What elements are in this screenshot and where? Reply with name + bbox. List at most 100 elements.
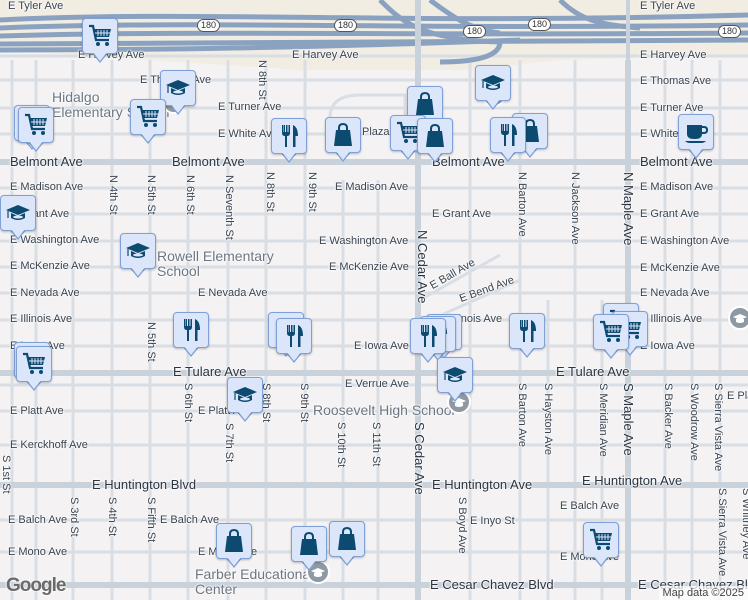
coffee-cup-icon	[685, 125, 709, 143]
street-label: E Balch Ave	[560, 500, 620, 512]
street-label-vertical: S Sierra Vista Ave	[716, 488, 728, 577]
map-marker-grocery[interactable]	[18, 107, 54, 152]
map-marker-shopping[interactable]	[417, 118, 453, 163]
google-logo[interactable]: Google	[6, 575, 66, 596]
street-label: E Iowa Ave	[640, 340, 695, 352]
street-label: E Washington Ave	[10, 234, 100, 246]
map-marker-grocery[interactable]	[583, 522, 619, 567]
street-label: E Turner Ave	[218, 101, 282, 113]
map-marker-shopping[interactable]	[329, 521, 365, 566]
poi-label[interactable]: Roosevelt High School	[313, 403, 455, 418]
highway-shield: 180	[463, 25, 487, 38]
shopping-bag-icon	[225, 528, 243, 552]
map-marker-restaurant[interactable]	[173, 312, 209, 357]
street-label: E Tulare Ave	[556, 364, 630, 379]
street-label: E Washington Ave	[640, 235, 730, 247]
shopping-bag-icon	[426, 123, 444, 147]
street-label: Belmont Ave	[172, 154, 245, 169]
east-edge-poi-pin[interactable]	[728, 306, 748, 330]
graduation-cap-icon	[126, 243, 150, 258]
street-label-vertical: S Cedar Ave	[412, 422, 427, 495]
poi-label-line: Roosevelt High School	[313, 402, 455, 418]
shopping-cart-icon	[25, 113, 47, 135]
street-label-vertical: N 9th St	[306, 172, 318, 212]
street-label: E White Ave	[218, 128, 278, 140]
graduation-cap-icon	[481, 75, 505, 90]
shopping-cart-icon	[89, 24, 111, 46]
street-label-vertical: S Hayston Ave	[542, 383, 554, 455]
map-marker-restaurant[interactable]	[271, 118, 307, 163]
street-label-vertical: S Backer Ave	[662, 383, 674, 449]
map-marker-school[interactable]	[227, 377, 263, 422]
street-label: E Madison Ave	[640, 181, 714, 193]
map-marker-school[interactable]	[0, 195, 36, 240]
map-marker-restaurant[interactable]	[509, 313, 545, 358]
map-marker-grocery[interactable]	[130, 99, 166, 144]
graduation-cap-icon	[6, 205, 30, 220]
street-label-vertical: S Woodrow Ave	[688, 383, 700, 461]
fork-knife-icon	[287, 325, 303, 347]
map-attribution[interactable]: Map data ©2025	[658, 586, 748, 600]
fork-knife-icon	[282, 125, 298, 147]
street-label: E Grant Ave	[640, 208, 700, 220]
map-marker-shopping[interactable]	[325, 117, 361, 162]
highway-shield: 180	[528, 18, 552, 31]
map-marker-shopping[interactable]	[291, 526, 327, 571]
fork-knife-icon	[520, 320, 536, 342]
map-marker-grocery[interactable]	[82, 18, 118, 63]
street-label: Belmont Ave	[432, 154, 505, 169]
street-label-vertical: N 5th St	[145, 322, 157, 362]
street-label: E Turner Ave	[640, 102, 704, 114]
street-label-vertical: S 10th St	[335, 422, 347, 468]
street-label: E Illinois Ave	[640, 313, 703, 325]
street-label-vertical: S 9th St	[298, 383, 310, 423]
street-label-vertical: N 5th St	[145, 175, 157, 215]
graduation-cap-icon	[166, 80, 190, 95]
shopping-bag-icon	[338, 526, 356, 550]
map-marker-grocery[interactable]	[16, 346, 52, 391]
street-label: E Nevada Ave	[10, 287, 80, 299]
map-marker-shopping[interactable]	[216, 523, 252, 568]
street-label: E Tulare Ave	[173, 364, 247, 379]
map-marker-school[interactable]	[120, 233, 156, 278]
shopping-cart-icon	[600, 320, 622, 342]
highway-shield: 180	[334, 19, 358, 32]
street-label: E Grant Ave	[432, 208, 492, 220]
street-label-vertical: S Barton Ave	[516, 383, 528, 448]
street-label-vertical: N Jackson Ave	[569, 172, 581, 245]
street-label-vertical: S 3rd St	[68, 497, 80, 537]
street-label-vertical: S 7th St	[223, 423, 235, 463]
street-label-vertical: S Sierra Vista Ave	[712, 383, 724, 472]
street-label: E Huntington Blvd	[92, 477, 197, 492]
street-label: E Illinois Ave	[10, 313, 73, 325]
street-label: E McKenzie Ave	[640, 262, 720, 274]
street-label: E Tyler Ave	[640, 0, 696, 12]
map-marker-school[interactable]	[160, 70, 196, 115]
map-marker-school[interactable]	[437, 357, 473, 402]
poi-label-line: Hidalgo	[52, 89, 100, 105]
street-label-vertical: S Meridian Ave	[597, 383, 609, 457]
map-marker-restaurant[interactable]	[410, 318, 446, 363]
street-label: E Platt Ave	[727, 390, 748, 402]
poi-label-line: Rowell Elementary	[157, 248, 274, 264]
street-label: Belmont Ave	[10, 154, 83, 169]
fork-knife-icon	[501, 124, 517, 146]
street-label-vertical: S 1st St	[0, 455, 12, 494]
map-marker-grocery[interactable]	[593, 314, 629, 359]
map-marker-restaurant[interactable]	[276, 318, 312, 363]
map-marker-school[interactable]	[475, 65, 511, 110]
map-marker-restaurant[interactable]	[490, 117, 526, 162]
street-label: E Platt Ave	[10, 405, 64, 417]
graduation-cap-icon	[233, 387, 257, 402]
graduation-cap-icon	[733, 314, 747, 323]
street-label-vertical: N 4th St	[107, 175, 119, 215]
street-label-vertical: N 8th St	[256, 60, 268, 100]
street-label: E Cesar Chavez Blvd	[430, 577, 554, 592]
map-marker-cafe[interactable]	[678, 114, 714, 159]
street-label-vertical: N Cedar Ave	[415, 230, 430, 304]
farber-educational-center-pin[interactable]	[306, 560, 330, 584]
street-label-vertical: N 6th St	[184, 175, 196, 215]
